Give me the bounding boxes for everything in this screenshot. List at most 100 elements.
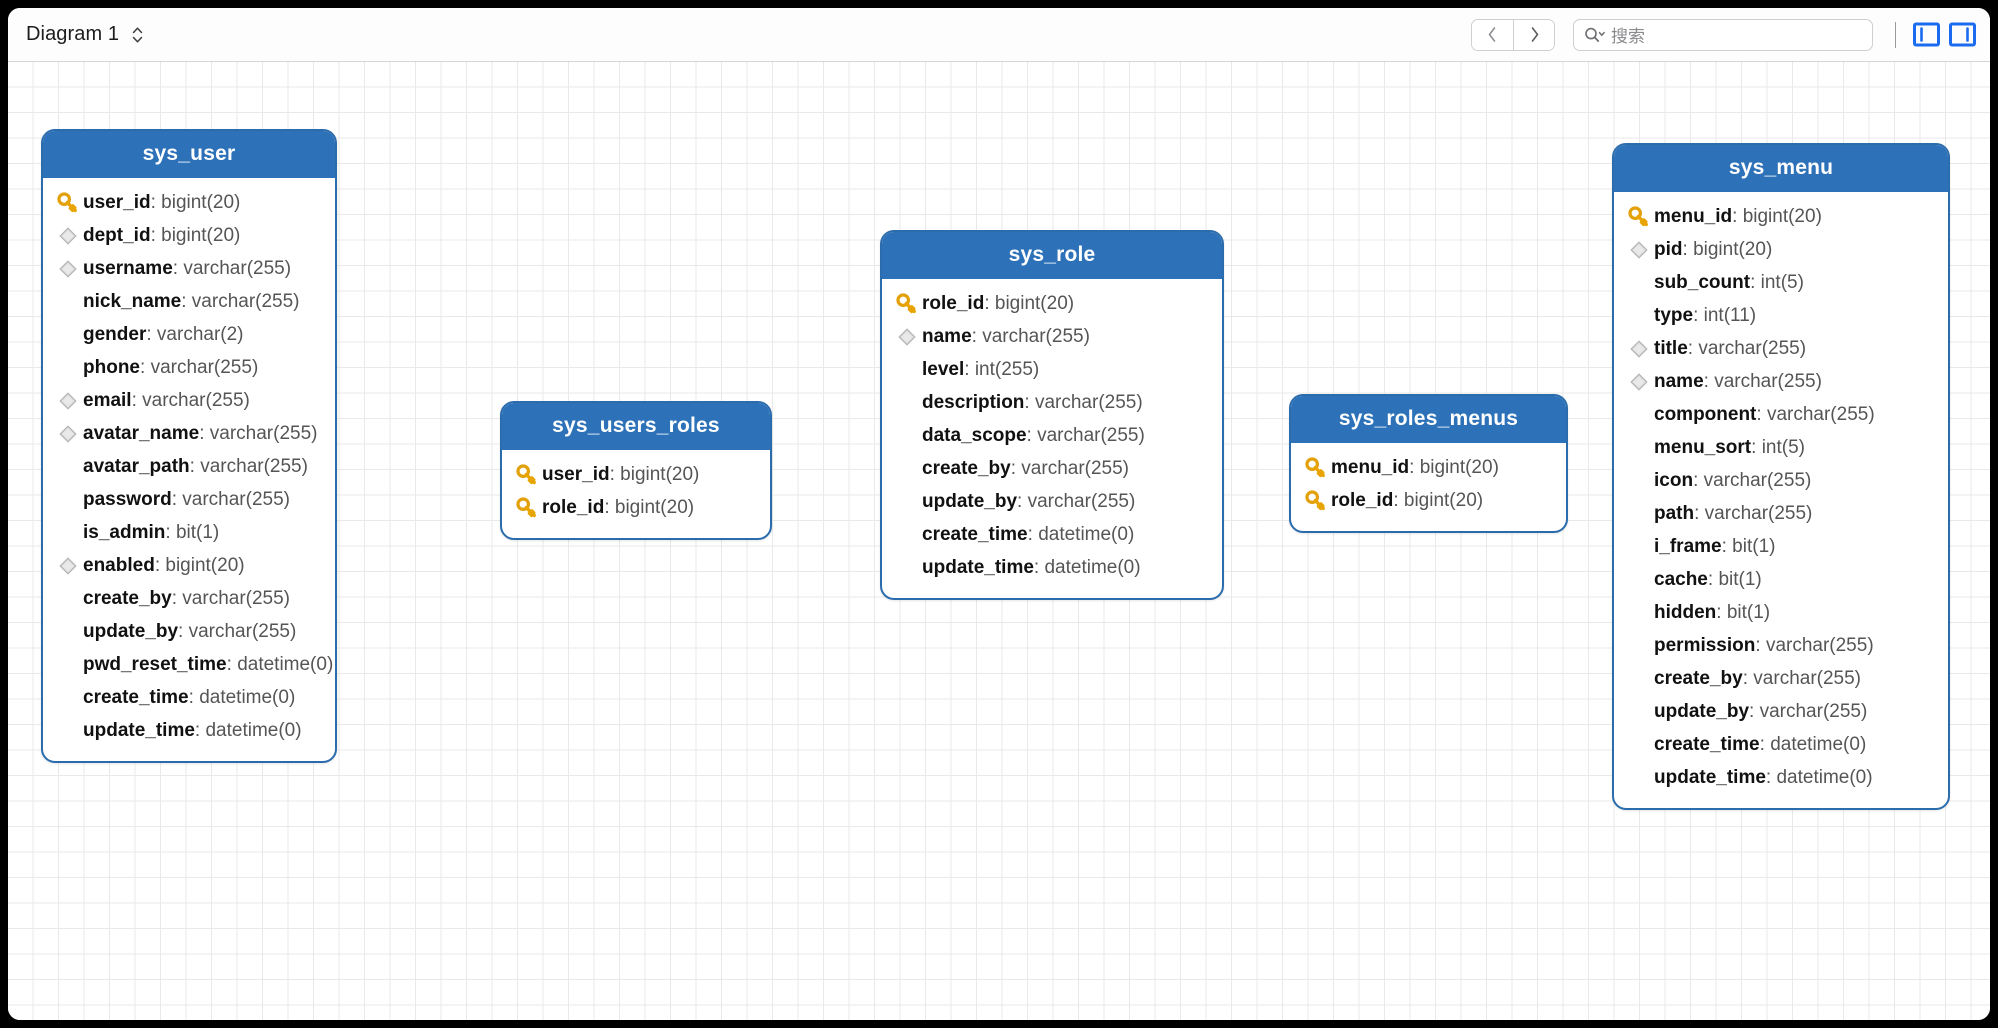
index-key-icon <box>53 391 83 411</box>
column-row[interactable]: pwd_reset_time: datetime(0) <box>53 648 333 681</box>
column-row[interactable]: create_by: varchar(255) <box>53 582 321 615</box>
column-name: create_by <box>83 587 172 609</box>
column-row[interactable]: enabled: bigint(20) <box>53 549 321 582</box>
column-row[interactable]: description: varchar(255) <box>892 386 1208 419</box>
column-row[interactable]: update_time: datetime(0) <box>53 714 321 747</box>
column-name: nick_name <box>83 290 182 312</box>
column-row[interactable]: role_id: bigint(20) <box>1301 484 1552 517</box>
column-row[interactable]: nick_name: varchar(255) <box>53 285 321 318</box>
forward-button[interactable] <box>1513 19 1554 50</box>
column-row[interactable]: avatar_path: varchar(255) <box>53 450 321 483</box>
column-row[interactable]: update_by: varchar(255) <box>892 485 1208 518</box>
toolbar: Diagram 1 <box>8 8 1990 62</box>
column-type: type: int(11) <box>1654 304 1757 326</box>
column-row[interactable]: create_time: datetime(0) <box>1624 728 1934 761</box>
gray-diamond-icon <box>59 259 77 278</box>
column-name: role_id <box>922 292 985 314</box>
column-name: name <box>1654 370 1704 392</box>
search-field[interactable]: 搜索 <box>1573 18 1873 51</box>
column-row[interactable]: cache: bit(1) <box>1624 563 1934 596</box>
column-name: component <box>1654 403 1757 425</box>
column-name: pid <box>1654 238 1683 260</box>
column-row[interactable]: phone: varchar(255) <box>53 351 321 384</box>
column-row[interactable]: name: varchar(255) <box>892 320 1208 353</box>
column-type: update_by: varchar(255) <box>83 620 297 642</box>
column-row[interactable]: sub_count: int(5) <box>1624 266 1934 299</box>
column-row[interactable]: title: varchar(255) <box>1624 332 1934 365</box>
navigation-buttons <box>1471 18 1555 51</box>
column-row[interactable]: update_time: datetime(0) <box>892 551 1208 584</box>
column-row[interactable]: path: varchar(255) <box>1624 497 1934 530</box>
column-type: component: varchar(255) <box>1654 403 1875 425</box>
column-name: create_time <box>1654 733 1760 755</box>
column-row[interactable]: user_id: bigint(20) <box>512 458 756 491</box>
column-row[interactable]: gender: varchar(2) <box>53 318 321 351</box>
column-name: username <box>83 257 173 279</box>
column-row[interactable]: dept_id: bigint(20) <box>53 219 321 252</box>
column-row[interactable]: component: varchar(255) <box>1624 398 1934 431</box>
column-type: cache: bit(1) <box>1654 568 1762 590</box>
column-row[interactable]: update_time: datetime(0) <box>1624 761 1934 794</box>
column-type: update_time: datetime(0) <box>922 556 1141 578</box>
left-sidebar-toggle-button[interactable] <box>1913 22 1940 47</box>
column-row[interactable]: create_by: varchar(255) <box>892 452 1208 485</box>
column-row[interactable]: role_id: bigint(20) <box>892 287 1208 320</box>
search-input-placeholder[interactable]: 搜索 <box>1611 27 1645 46</box>
column-row[interactable]: is_admin: bit(1) <box>53 516 321 549</box>
column-row[interactable]: email: varchar(255) <box>53 384 321 417</box>
column-type: enabled: bigint(20) <box>83 554 245 576</box>
column-name: type <box>1654 304 1694 326</box>
column-type: update_time: datetime(0) <box>83 719 302 741</box>
chevron-up-down-icon[interactable] <box>131 25 144 45</box>
column-row[interactable]: create_time: datetime(0) <box>53 681 321 714</box>
column-row[interactable]: icon: varchar(255) <box>1624 464 1934 497</box>
column-name: enabled <box>83 554 155 576</box>
column-row[interactable]: pid: bigint(20) <box>1624 233 1934 266</box>
column-row[interactable]: menu_id: bigint(20) <box>1301 451 1552 484</box>
column-type: hidden: bit(1) <box>1654 601 1771 623</box>
column-row[interactable]: menu_sort: int(5) <box>1624 431 1934 464</box>
column-type: pwd_reset_time: datetime(0) <box>83 653 334 675</box>
column-row[interactable]: update_by: varchar(255) <box>53 615 321 648</box>
column-row[interactable]: username: varchar(255) <box>53 252 321 285</box>
column-row[interactable]: permission: varchar(255) <box>1624 629 1934 662</box>
column-row[interactable]: role_id: bigint(20) <box>512 491 756 524</box>
column-type: create_by: varchar(255) <box>922 457 1130 479</box>
column-name: sub_count <box>1654 271 1751 293</box>
column-row[interactable]: password: varchar(255) <box>53 483 321 516</box>
column-row[interactable]: avatar_name: varchar(255) <box>53 417 321 450</box>
column-row[interactable]: hidden: bit(1) <box>1624 596 1934 629</box>
back-button[interactable] <box>1472 19 1513 50</box>
gold-key-icon <box>896 292 916 313</box>
column-row[interactable]: create_by: varchar(255) <box>1624 662 1934 695</box>
search-icon <box>1585 27 1605 42</box>
column-row[interactable]: type: int(11) <box>1624 299 1934 332</box>
column-type: icon: varchar(255) <box>1654 469 1812 491</box>
index-key-icon <box>53 556 83 576</box>
column-row[interactable]: menu_id: bigint(20) <box>1624 200 1934 233</box>
column-row[interactable]: update_by: varchar(255) <box>1624 695 1934 728</box>
column-row[interactable]: data_scope: varchar(255) <box>892 419 1208 452</box>
index-key-icon <box>53 226 83 246</box>
column-row[interactable]: user_id: bigint(20) <box>53 186 321 219</box>
column-name: cache <box>1654 568 1708 590</box>
column-row[interactable]: level: int(255) <box>892 353 1208 386</box>
column-type: role_id: bigint(20) <box>542 496 695 518</box>
column-row[interactable]: i_frame: bit(1) <box>1624 530 1934 563</box>
column-row[interactable]: name: varchar(255) <box>1624 365 1934 398</box>
column-name: create_by <box>922 457 1011 479</box>
column-type: update_by: varchar(255) <box>1654 700 1868 722</box>
column-name: update_by <box>83 620 179 642</box>
column-name: menu_id <box>1654 205 1733 227</box>
column-name: avatar_name <box>83 422 200 444</box>
right-sidebar-toggle-button[interactable] <box>1949 22 1976 47</box>
column-row[interactable]: create_time: datetime(0) <box>892 518 1208 551</box>
gold-key-icon <box>516 463 536 484</box>
column-type: create_time: datetime(0) <box>83 686 296 708</box>
